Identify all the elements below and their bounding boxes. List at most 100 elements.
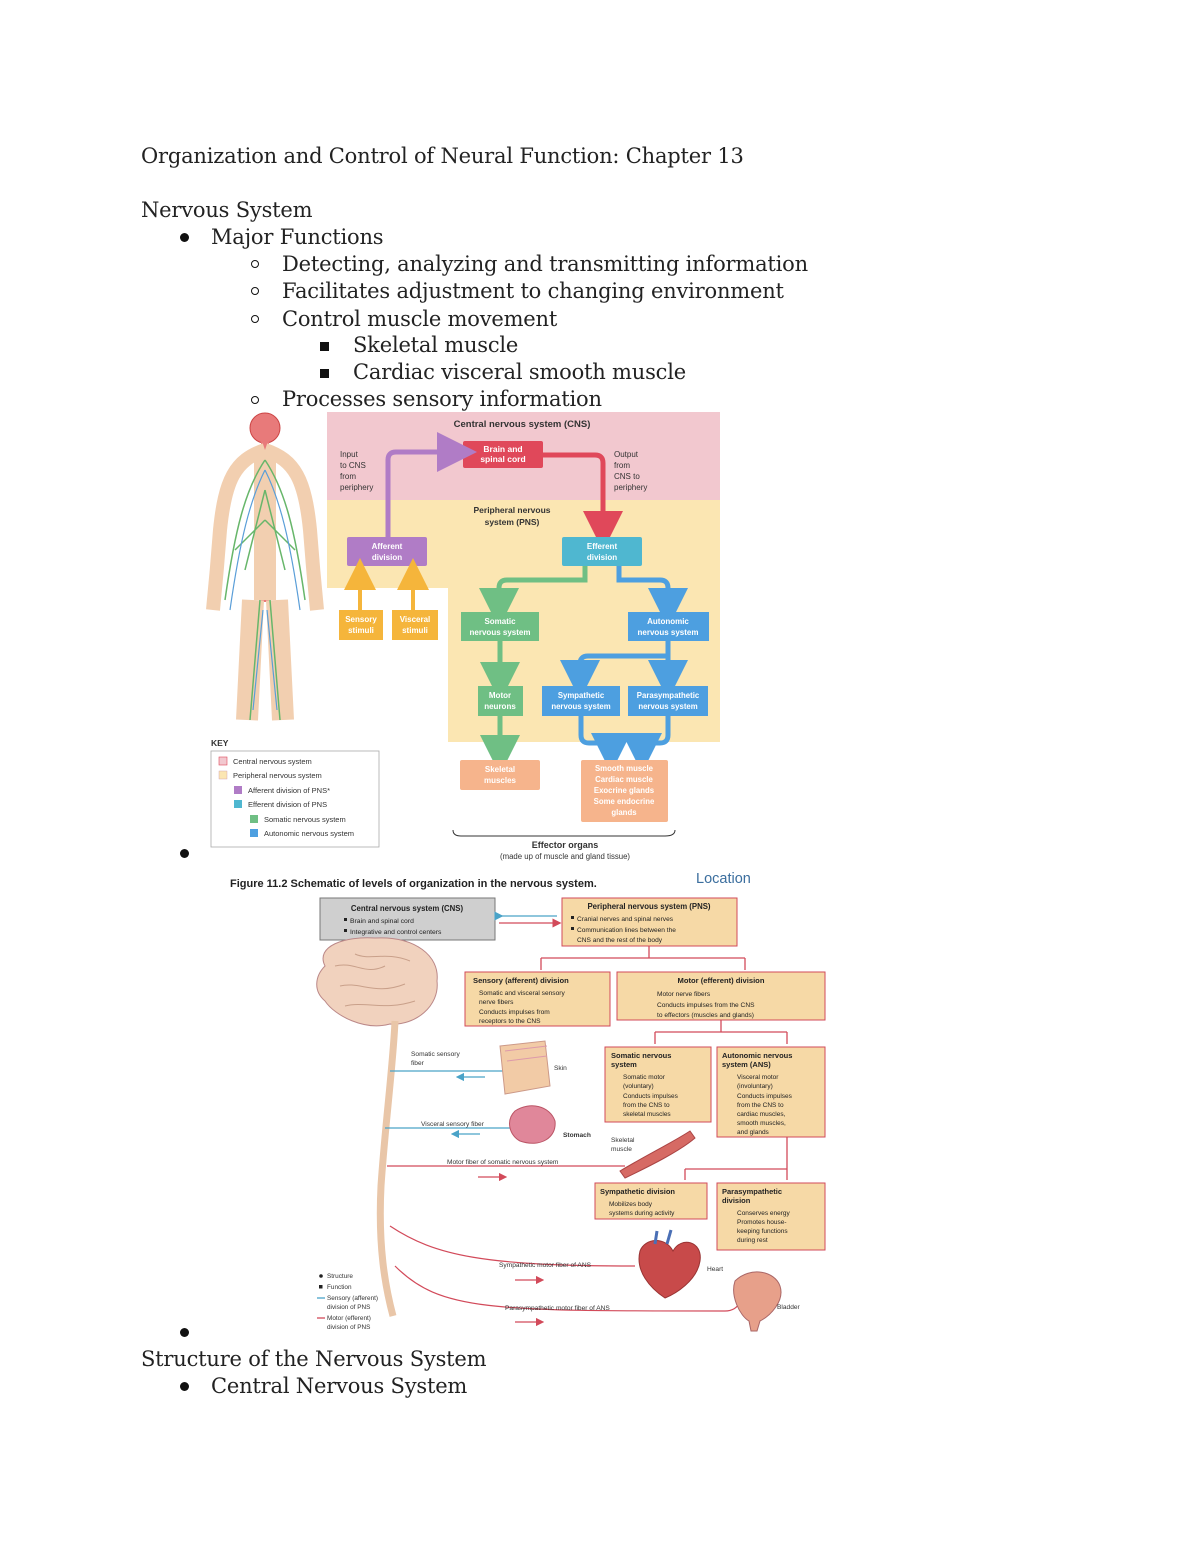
afferent-label: division — [372, 553, 402, 562]
somatic-box-item: from the CNS to — [623, 1102, 670, 1109]
para-box-item: Conserves energy — [737, 1210, 790, 1217]
skeletal-muscle-label: muscle — [611, 1146, 632, 1153]
visceral-fiber-label: Visceral sensory fiber — [421, 1121, 485, 1128]
legend-item: division of PNS — [327, 1324, 370, 1331]
symp-box-title: Sympathetic division — [600, 1187, 675, 1196]
somatic-box-item: (voluntary) — [623, 1083, 654, 1090]
sensory-box-item: Somatic and visceral sensory — [479, 990, 565, 997]
motor-box-item: Motor nerve fibers — [657, 991, 711, 998]
stomach-label: Stomach — [563, 1132, 591, 1139]
symp-box-item: systems during activity — [609, 1210, 675, 1217]
bullet-disc — [180, 1328, 189, 1337]
human-nervous-system-illustration — [206, 412, 324, 721]
bladder-illustration — [733, 1271, 782, 1332]
pns-box — [561, 897, 738, 947]
bullet-disc — [180, 1382, 189, 1391]
parasympathetic-box — [628, 686, 708, 716]
figure-caption: Figure 11.2 Schematic of levels of organ… — [230, 878, 597, 890]
skin-label: Skin — [554, 1065, 567, 1072]
ans-box-item: (involuntary) — [737, 1083, 773, 1090]
legend-item: Sensory (afferent) — [327, 1295, 378, 1302]
para-box-title: division — [722, 1196, 751, 1205]
visceral-label: Visceral — [400, 615, 431, 624]
key-item: Efferent division of PNS — [248, 800, 327, 809]
motor-neurons-box — [478, 686, 523, 716]
motor-box-item: Conducts impulses from the CNS — [657, 1002, 755, 1009]
somatic-nervous-system-box — [461, 612, 539, 641]
bullet-disc — [180, 849, 189, 858]
cns-title: Central nervous system (CNS) — [454, 419, 591, 430]
efferent-label: division — [587, 553, 617, 562]
autonomic-label: nervous system — [638, 628, 699, 637]
pns-box-item: CNS and the rest of the body — [577, 937, 663, 944]
autonomic-nervous-system-box — [716, 1046, 826, 1138]
pns-box-item: Communication lines between the — [577, 927, 676, 934]
cns-box — [319, 897, 496, 941]
pns-box-item: Cranial nerves and spinal nerves — [577, 916, 674, 923]
cns-box-title: Central nervous system (CNS) — [351, 904, 464, 913]
skeletal-muscle-illustration — [619, 1130, 696, 1179]
list-item: Skeletal muscle — [353, 333, 519, 357]
visceral-stimuli-box — [392, 610, 438, 640]
sensory-label: Sensory — [345, 615, 377, 624]
somatic-fiber-label: Somatic sensory — [411, 1051, 460, 1058]
motor-label: Motor — [489, 691, 511, 700]
legend-item: division of PNS — [327, 1304, 370, 1311]
bullet-circle — [251, 260, 259, 268]
sympathetic-division-box — [594, 1182, 708, 1220]
afferent-arrow — [385, 432, 477, 537]
heart-label: Heart — [707, 1266, 723, 1273]
para-fiber-label: Parasympathetic motor fiber of ANS — [505, 1305, 610, 1312]
para-box-item: Promotes house- — [737, 1219, 787, 1226]
ans-box-item: smooth muscles, — [737, 1120, 786, 1127]
input-label: to CNS — [340, 461, 366, 470]
list-item: Central Nervous System — [211, 1374, 468, 1398]
autonomic-nervous-system-box — [628, 612, 709, 641]
effector-organs-label: Effector organs — [532, 840, 599, 850]
bullet-circle — [251, 315, 259, 323]
smooth-muscle-glands-box — [581, 760, 668, 822]
ans-box-item: Visceral motor — [737, 1074, 779, 1081]
nervous-system-organization-diagram: Central nervous system (CNS) Brain and s… — [206, 412, 720, 861]
ans-box-item: cardiac muscles, — [737, 1111, 786, 1118]
section-heading: Structure of the Nervous System — [141, 1347, 487, 1371]
ans-box-title: system (ANS) — [722, 1060, 771, 1069]
stomach-illustration — [509, 1105, 556, 1144]
effector-label: Exocrine glands — [594, 786, 655, 795]
somatic-box-title: Somatic nervous — [611, 1051, 671, 1060]
ans-box-title: Autonomic nervous — [722, 1051, 792, 1060]
ans-box-item: Conducts impulses — [737, 1093, 793, 1100]
somatic-nervous-system-box — [604, 1046, 712, 1123]
motor-label: neurons — [484, 702, 516, 711]
key-item: Peripheral nervous system — [233, 771, 322, 780]
efferent-division-box — [562, 537, 642, 566]
key-item: Somatic nervous system — [264, 815, 346, 824]
effector-brace — [452, 829, 676, 837]
output-label: periphery — [614, 483, 647, 492]
skeletal-label: Skeletal — [485, 765, 515, 774]
bullet-disc — [180, 233, 189, 242]
nervous-system-levels-schematic: Figure 11.2 Schematic of levels of organ… — [230, 871, 826, 1332]
sensory-box-item: nerve fibers — [479, 999, 514, 1006]
efferent-label: Efferent — [587, 542, 618, 551]
somatic-box-item: Conducts impulses — [623, 1093, 679, 1100]
legend-item: Motor (efferent) — [327, 1315, 371, 1322]
figure2-legend: Structure Function Sensory (afferent) di… — [317, 1273, 378, 1331]
motor-division-box — [616, 971, 826, 1021]
output-label: Output — [614, 450, 639, 459]
bullet-circle — [251, 396, 259, 404]
somatic-box-item: Somatic motor — [623, 1074, 666, 1081]
input-label: Input — [340, 450, 359, 459]
motor-fiber-label: Motor fiber of somatic nervous system — [447, 1159, 559, 1166]
visceral-label: stimuli — [402, 626, 428, 635]
location-annotation: Location — [696, 871, 751, 887]
parasympathetic-label: nervous system — [638, 702, 697, 711]
legend-item: Structure — [327, 1273, 353, 1280]
key-item: Central nervous system — [233, 757, 312, 766]
sensory-label: stimuli — [348, 626, 374, 635]
afferent-label: Afferent — [372, 542, 403, 551]
parasympathetic-label: Parasympathetic — [637, 691, 700, 700]
page-title: Organization and Control of Neural Funct… — [141, 144, 744, 168]
brain-label: spinal cord — [480, 454, 525, 464]
effector-label: Cardiac muscle — [595, 775, 653, 784]
